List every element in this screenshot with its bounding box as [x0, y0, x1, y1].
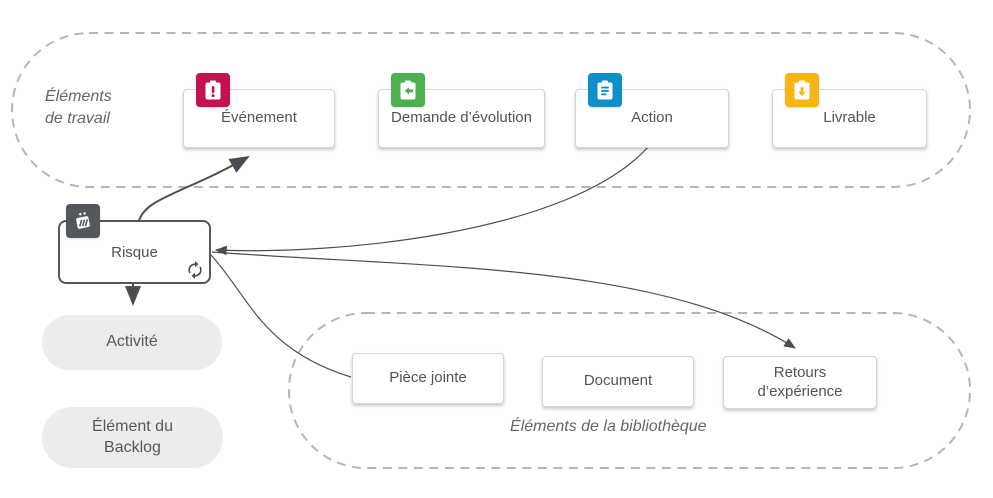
- node-activite-label: Activité: [106, 333, 158, 351]
- list-clipboard-icon: [588, 73, 622, 107]
- node-demande-evolution: Demande d’évolution: [378, 73, 545, 148]
- node-piece-jointe-label: Pièce jointe: [389, 369, 467, 387]
- library-group-outline: [288, 312, 971, 469]
- work-items-label-line1: Éléments: [45, 88, 112, 105]
- work-items-group-label: Éléments de travail: [45, 86, 112, 130]
- node-retours-experience-label: Retours d’expérience: [757, 363, 843, 400]
- node-element-backlog: Élément du Backlog: [42, 407, 223, 468]
- node-document-label: Document: [583, 372, 653, 390]
- node-retours-experience: Retours d’expérience: [723, 356, 877, 409]
- node-demande-evolution-label: Demande d’évolution: [391, 109, 532, 127]
- node-piece-jointe: Pièce jointe: [352, 353, 504, 404]
- connector-action-risque: [214, 145, 650, 256]
- connector-risque-piece-jointe: [210, 254, 352, 378]
- connector-risque-evenement: [138, 156, 250, 222]
- sync-icon: [185, 260, 205, 280]
- node-livrable: Livrable: [772, 73, 927, 148]
- node-document: Document: [542, 356, 694, 407]
- connector-risque-retours: [211, 251, 797, 349]
- library-group-label: Éléments de la bibliothèque: [510, 418, 707, 435]
- node-evenement-label: Événement: [221, 109, 297, 127]
- work-items-group-outline: [11, 32, 971, 188]
- exclamation-clipboard-icon: [196, 73, 230, 107]
- risk-icon: [66, 204, 100, 238]
- arrow-down-clipboard-icon: [785, 73, 819, 107]
- node-element-backlog-label: Élément du Backlog: [92, 417, 173, 456]
- node-action-label: Action: [631, 109, 673, 127]
- work-items-label-line2: de travail: [45, 110, 110, 127]
- node-risque-label: Risque: [111, 243, 158, 261]
- node-livrable-label: Livrable: [823, 109, 876, 127]
- node-action: Action: [575, 73, 729, 148]
- arrow-left-clipboard-icon: [391, 73, 425, 107]
- node-risque: Risque: [58, 204, 211, 284]
- node-activite: Activité: [42, 315, 222, 370]
- node-evenement: Événement: [183, 73, 335, 148]
